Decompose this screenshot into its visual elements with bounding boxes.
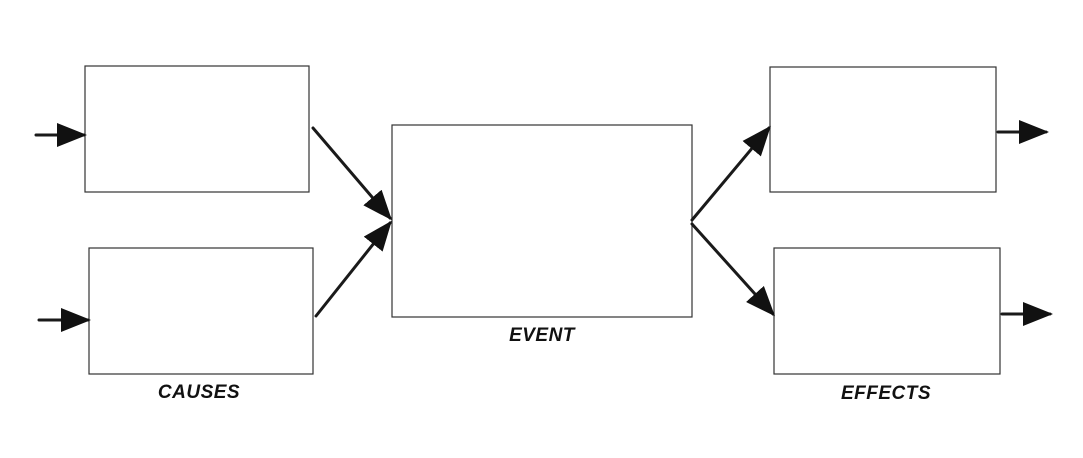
event-box bbox=[391, 124, 693, 318]
causes-label: CAUSES bbox=[158, 382, 240, 403]
event-to-effect-arrow-bottom bbox=[690, 222, 776, 317]
cause-box-bottom bbox=[88, 247, 314, 375]
cause-to-event-arrow-top bbox=[311, 126, 392, 221]
effect-box-bottom bbox=[773, 247, 1001, 375]
effects-label: EFFECTS bbox=[841, 383, 931, 404]
cause-box-top bbox=[84, 65, 310, 193]
event-to-effect-arrow-top bbox=[690, 125, 771, 222]
event-label: EVENT bbox=[509, 325, 576, 346]
effect-box-top bbox=[769, 66, 997, 193]
cause-to-event-arrow-bottom bbox=[314, 220, 392, 318]
